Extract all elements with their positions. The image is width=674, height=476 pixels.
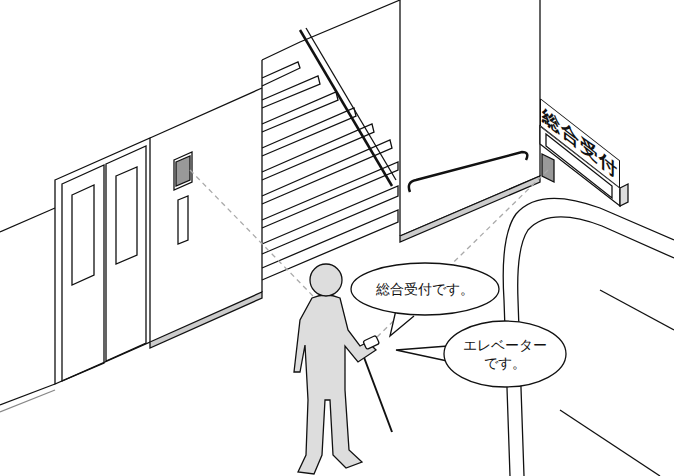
signal-line xyxy=(374,170,548,340)
white-cane xyxy=(362,352,392,432)
stair-step xyxy=(262,140,392,204)
wall-corner xyxy=(539,0,540,176)
stairs xyxy=(262,0,400,292)
handrail xyxy=(300,30,392,186)
bubble-text-wrap: 総合受付です。 xyxy=(350,262,500,316)
handrail xyxy=(409,152,527,192)
signal-lines xyxy=(190,170,548,340)
bubble-text: 総合受付です。 xyxy=(355,280,495,298)
door-window xyxy=(116,167,137,264)
floor-line xyxy=(0,390,55,412)
stair-step xyxy=(262,108,356,156)
elevator-door xyxy=(106,146,146,361)
person-body xyxy=(294,295,376,474)
wall-line xyxy=(150,88,262,138)
stair-step xyxy=(262,62,300,86)
handrail xyxy=(306,28,396,180)
stair-wall xyxy=(261,60,262,292)
beacon xyxy=(542,154,554,182)
elevator xyxy=(0,88,262,412)
elevator-frame xyxy=(55,138,150,384)
bubble-outline xyxy=(444,321,566,387)
beacon xyxy=(176,156,190,186)
bubble-tails xyxy=(390,310,452,362)
person-head xyxy=(310,264,342,296)
door-window xyxy=(72,185,94,285)
stair-step xyxy=(262,186,398,254)
speech-bubble: エレベーター です。 xyxy=(443,320,567,388)
baseboard xyxy=(150,292,262,348)
stair-ceiling xyxy=(262,0,400,60)
stair-step xyxy=(262,92,338,132)
bubble-outline xyxy=(351,263,499,315)
bubble-shape xyxy=(443,320,567,388)
wall-line xyxy=(0,208,55,232)
bubble-text-wrap: エレベーター です。 xyxy=(443,320,567,388)
elevator-door xyxy=(62,165,104,381)
speech-bubble: 総合受付です。 xyxy=(350,262,500,316)
beacon-frame xyxy=(174,152,192,190)
call-button xyxy=(178,196,188,244)
counter-line xyxy=(600,290,674,330)
stair-wall xyxy=(399,0,400,236)
counter-line xyxy=(560,410,660,476)
device xyxy=(363,335,379,349)
sign-end xyxy=(620,184,628,206)
bubble-text: エレベーター です。 xyxy=(460,336,550,372)
floor-line xyxy=(0,384,55,405)
